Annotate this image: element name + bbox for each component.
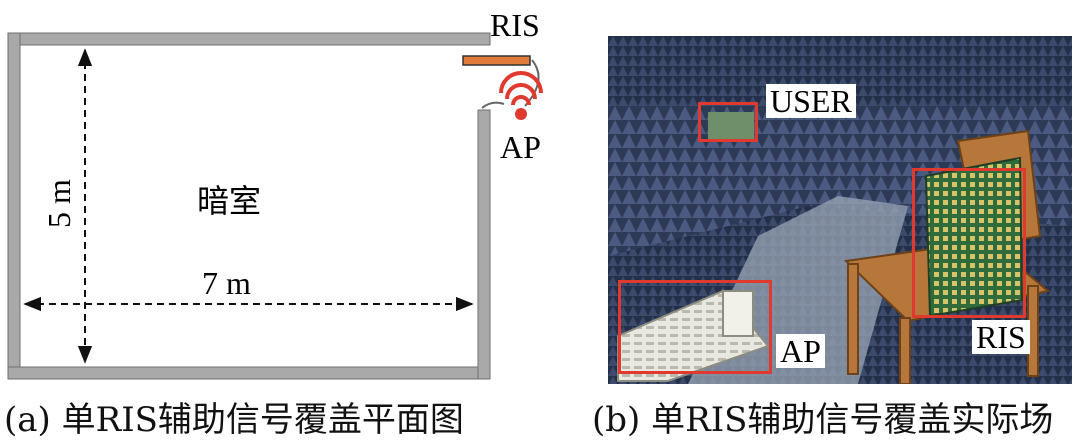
width-label: 7 m: [202, 265, 251, 301]
ris-label: RIS: [490, 7, 540, 43]
photo-ap-label: AP: [776, 334, 825, 368]
user-highlight-box: [698, 102, 758, 142]
wifi-icon: [499, 71, 543, 120]
room-walls: [7, 32, 491, 380]
photo-ris-label: RIS: [972, 320, 1030, 354]
ris-board: [924, 156, 1024, 318]
caption-a: (a) 单RIS辅助信号覆盖平面图: [4, 400, 464, 440]
signal-path-lower: [481, 101, 505, 109]
floor-plan: RIS AP 暗室 7 m 5 m: [0, 0, 560, 392]
room-label: 暗室: [197, 182, 261, 220]
user-device: [708, 112, 754, 140]
ris-highlight-box: [912, 168, 1026, 318]
anechoic-chamber-photo: USER RIS AP: [608, 36, 1072, 384]
ap-label: AP: [500, 129, 541, 165]
user-label: USER: [766, 84, 856, 118]
ap-highlight-box: [618, 280, 772, 374]
height-label: 5 m: [41, 179, 77, 228]
caption-b: (b) 单RIS辅助信号覆盖实际场: [592, 400, 1054, 440]
ap-device-end: [722, 290, 754, 337]
ris-panel: [462, 55, 531, 66]
